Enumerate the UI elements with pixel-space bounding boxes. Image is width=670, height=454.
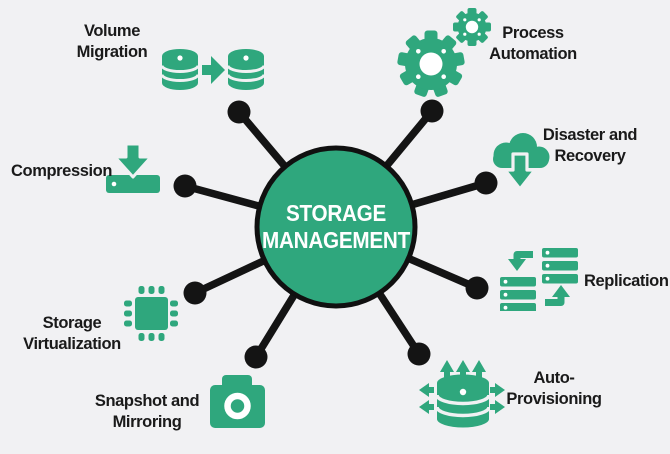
connector-node xyxy=(183,281,207,305)
label-snapshot-mirroring: Snapshot and Mirroring xyxy=(94,392,200,431)
connector-node xyxy=(474,171,498,195)
compress-tray-icon xyxy=(106,142,160,193)
hub-title-line2: MANAGEMENT xyxy=(262,227,410,253)
arrow-right-icon xyxy=(202,56,225,84)
label-auto-provisioning: Auto- Provisioning xyxy=(506,369,602,408)
database-expand-icon xyxy=(419,360,505,428)
label-disaster-recovery: Disaster and Recovery xyxy=(542,126,638,165)
connector-nodes xyxy=(173,99,498,369)
connector-node xyxy=(465,276,489,300)
server-sync-icon xyxy=(500,248,578,311)
arrow-elbow-down-icon xyxy=(508,251,533,271)
camera-icon xyxy=(210,375,265,428)
hub-title: STORAGE MANAGEMENT xyxy=(262,148,410,306)
database-migration-icon xyxy=(160,49,266,90)
label-process-automation: Process Automation xyxy=(489,24,577,63)
label-compression: Compression xyxy=(11,162,113,180)
arrow-elbow-up-icon xyxy=(545,285,570,306)
chip-pins xyxy=(124,286,178,341)
gears-icon xyxy=(397,8,491,97)
cloud-download-icon xyxy=(493,133,550,191)
tray xyxy=(106,175,160,193)
hub-circle xyxy=(254,145,418,309)
label-replication: Replication xyxy=(584,272,669,290)
connector-node xyxy=(407,342,431,366)
hub-title-line1: STORAGE xyxy=(285,200,387,226)
arrows-right-icon xyxy=(490,383,505,414)
arrows-up-icon xyxy=(440,360,486,378)
connector-node xyxy=(173,174,197,198)
arrow-down-icon xyxy=(503,152,537,191)
label-volume-migration: Volume Migration xyxy=(76,22,148,61)
connector-node xyxy=(420,99,444,123)
connector-node xyxy=(244,345,268,369)
arrows-left-icon xyxy=(419,383,434,414)
chip-icon xyxy=(124,286,178,341)
label-storage-virtualization: Storage Virtualization xyxy=(23,314,121,353)
camera-lens xyxy=(224,392,251,420)
connector-node xyxy=(227,100,251,124)
arrow-down-icon xyxy=(113,142,153,179)
